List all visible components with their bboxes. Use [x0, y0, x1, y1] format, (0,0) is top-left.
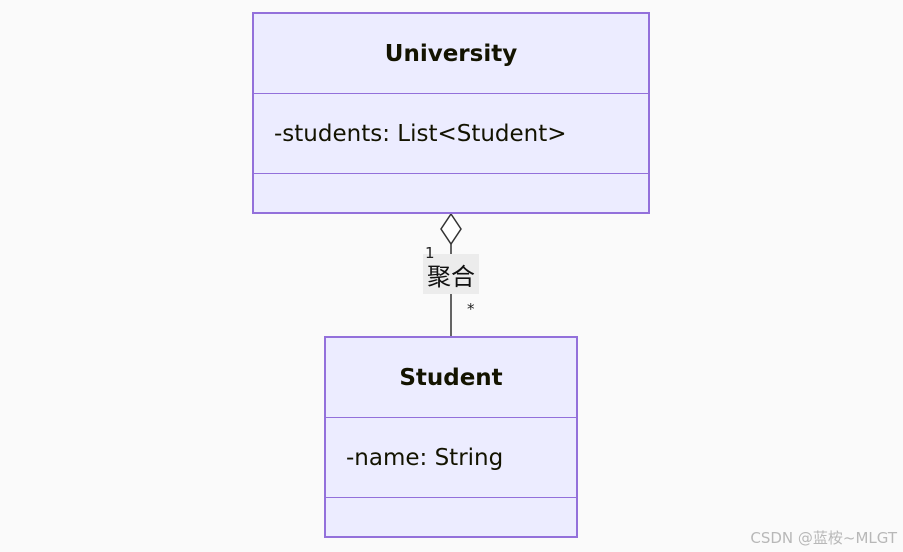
class-student[interactable]: Student -name: String [324, 336, 578, 538]
class-university-attribute: -students: List<Student> [254, 94, 648, 174]
source-multiplicity: 1 [425, 244, 435, 262]
watermark: CSDN @蓝桉~MLGT [750, 529, 897, 547]
class-student-name: Student [326, 338, 576, 418]
aggregation-diamond [440, 212, 462, 246]
relation-label: 聚合 [423, 254, 479, 294]
class-university-methods [254, 174, 648, 212]
class-university-name: University [254, 14, 648, 94]
class-student-methods [326, 498, 576, 536]
target-multiplicity: * [467, 300, 475, 318]
class-university[interactable]: University -students: List<Student> [252, 12, 650, 214]
class-student-attribute: -name: String [326, 418, 576, 498]
